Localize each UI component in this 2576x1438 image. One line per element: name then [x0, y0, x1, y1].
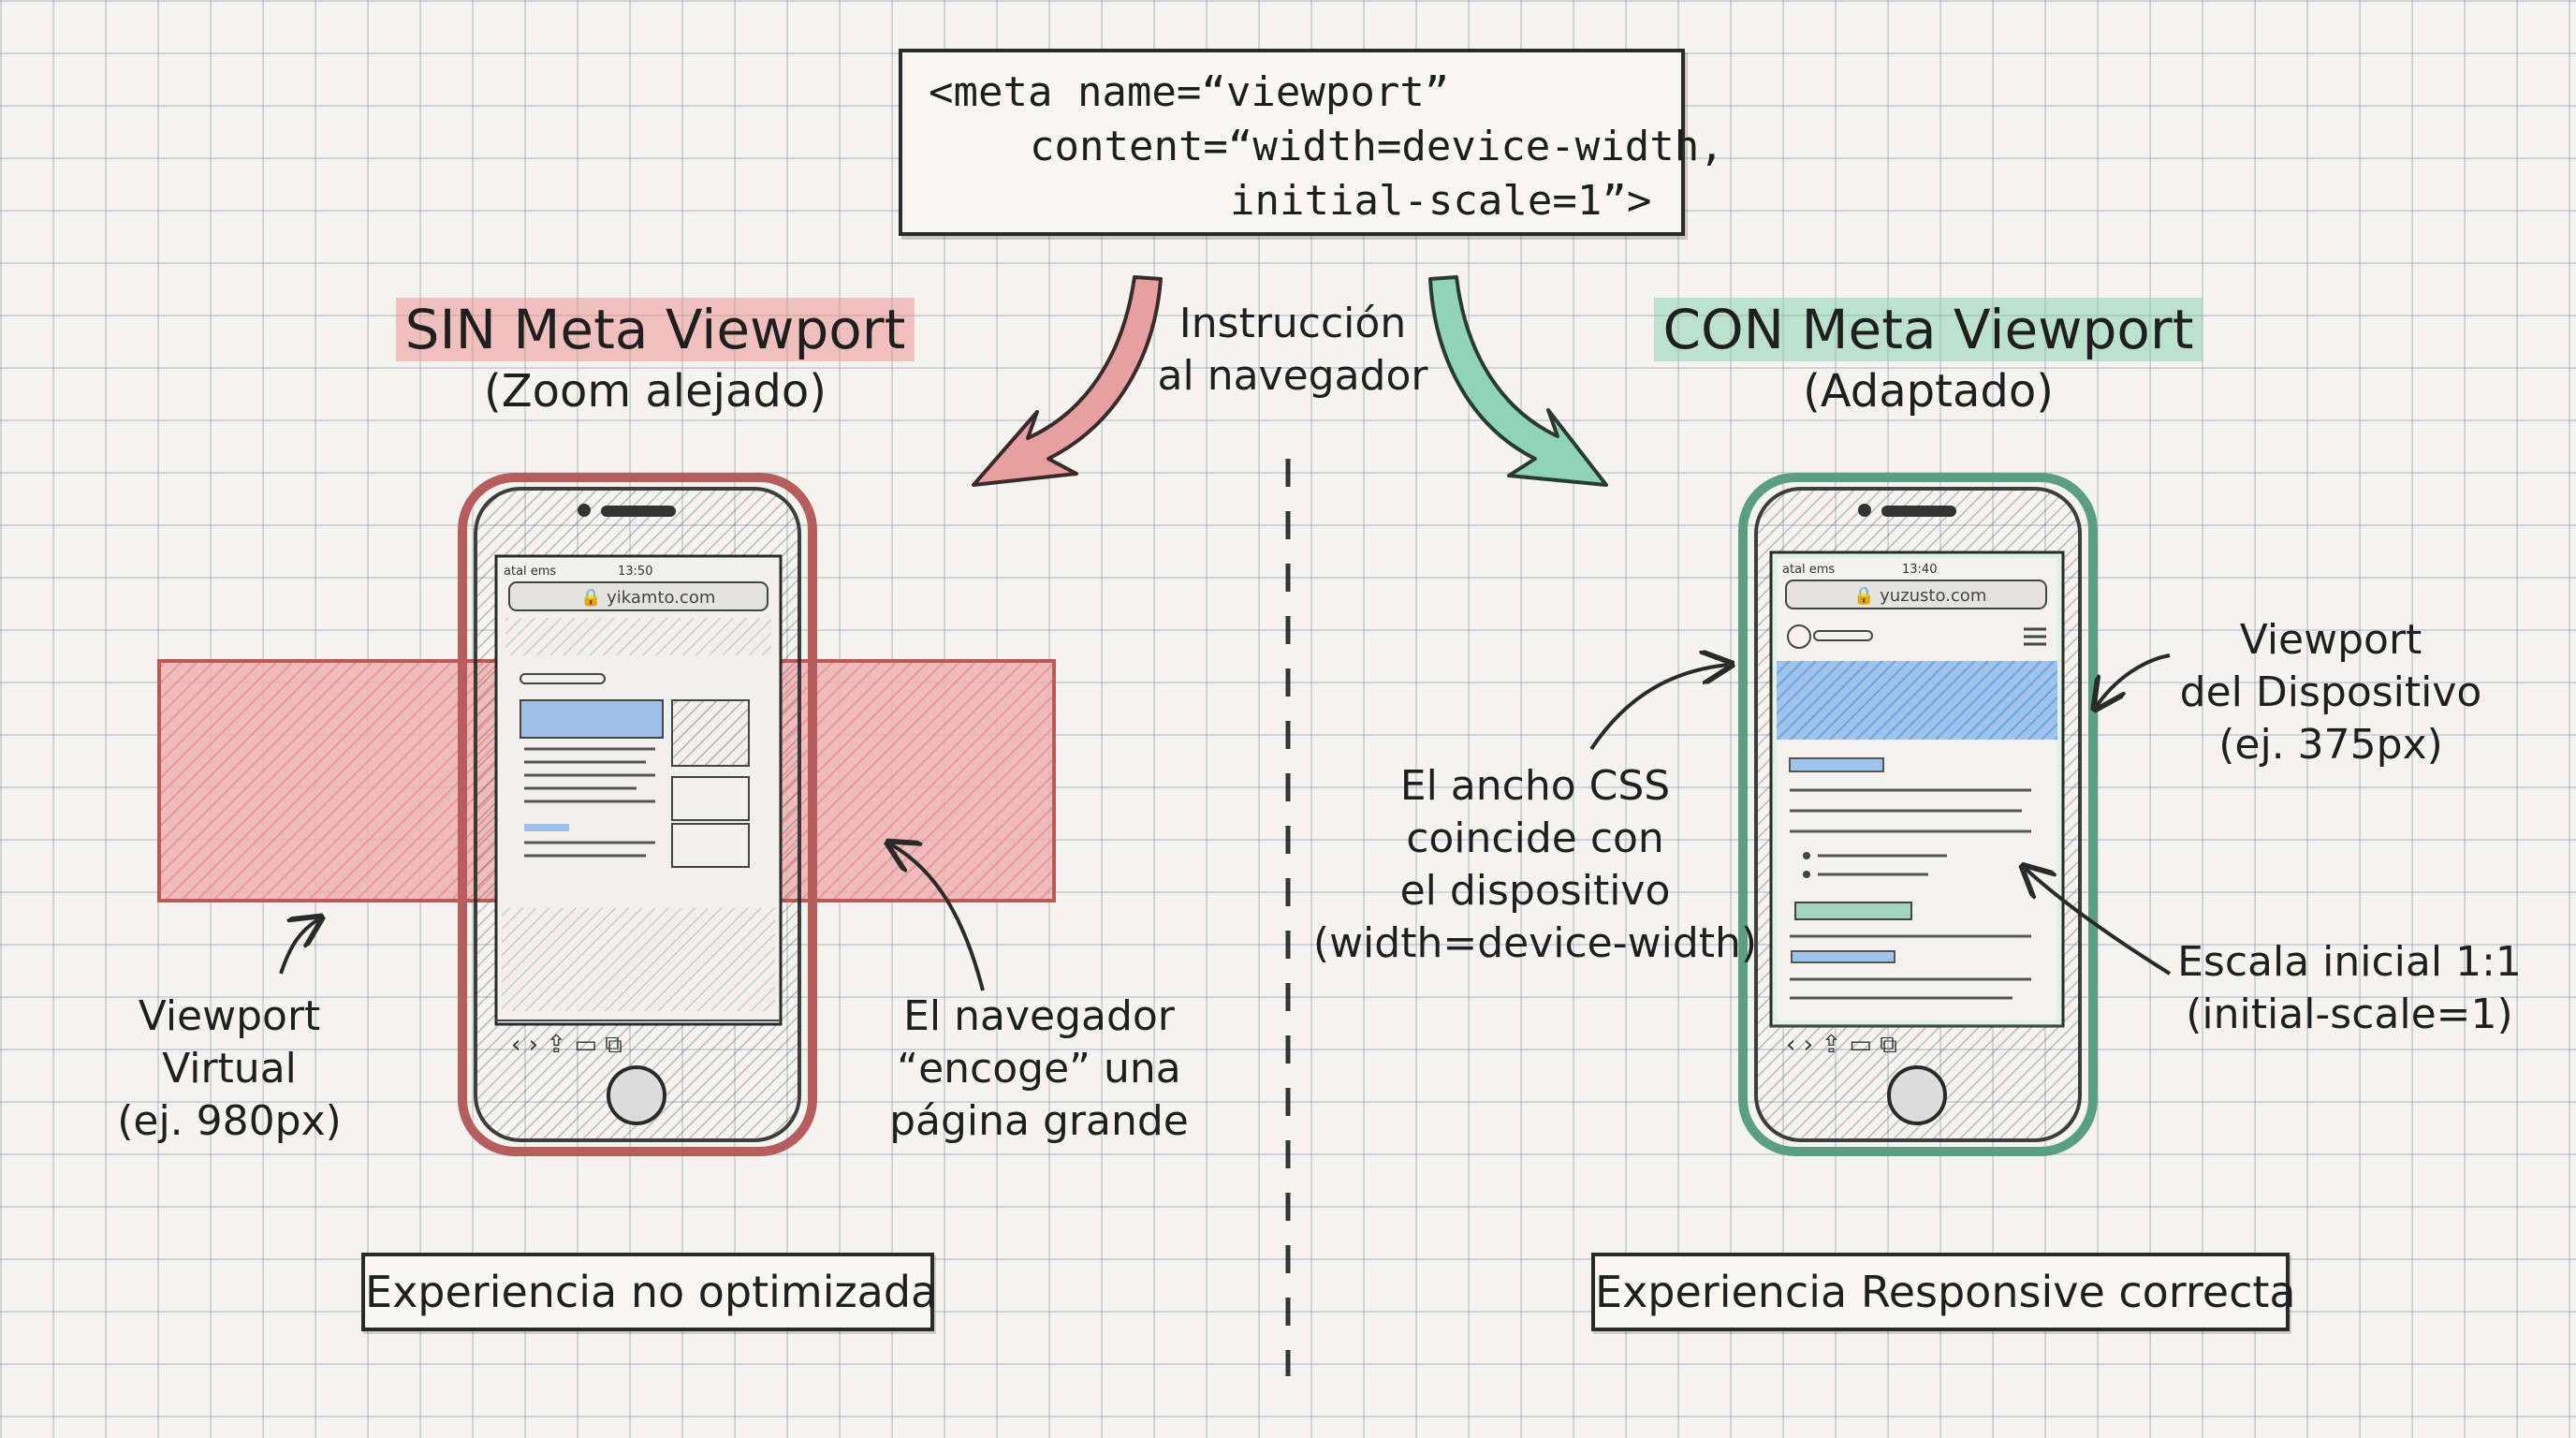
shrink-label-line-2: “encoge” una — [897, 1045, 1181, 1093]
red-arrow — [972, 275, 1163, 487]
svg-text:‹ › ⇪ ▭ ⧉: ‹ › ⇪ ▭ ⧉ — [511, 1031, 622, 1059]
svg-text:atal ems: atal ems — [504, 565, 556, 579]
initial-scale-label: Escala inicial 1:1 (initial-scale=1) — [2153, 936, 2546, 1041]
right-subtitle: (Adaptado) — [1803, 365, 2054, 418]
svg-text:13:40: 13:40 — [1902, 563, 1937, 577]
virtual-label-line-1: Viewport — [138, 992, 321, 1040]
svg-text:🔒 yikamto.com: 🔒 yikamto.com — [580, 588, 715, 608]
arrow-virtual — [279, 919, 318, 975]
svg-text:13:50: 13:50 — [618, 565, 652, 579]
virtual-label-line-3: (ej. 980px) — [117, 1097, 342, 1145]
right-title-text: CON Meta Viewport — [1653, 298, 2203, 361]
css-label-line-3: el dispositivo — [1399, 867, 1671, 915]
scale-label-line-1: Escala inicial 1:1 — [2177, 938, 2522, 986]
device-label-line-2: del Dispositivo — [2179, 668, 2482, 716]
left-caption: Experiencia no optimizada — [361, 1253, 937, 1331]
arrow-shrink — [891, 844, 985, 991]
left-title-text: SIN Meta Viewport — [395, 298, 915, 361]
svg-text:‹ › ⇪ ▭ ⧉: ‹ › ⇪ ▭ ⧉ — [1786, 1031, 1897, 1059]
arrow-device — [2097, 653, 2171, 706]
code-line-2: content=“width=device-width, — [1030, 123, 1724, 170]
meta-viewport-code-box: <meta name=“viewport” content=“width=dev… — [899, 49, 1724, 236]
arrow-scale — [2026, 869, 2172, 976]
device-label-line-3: (ej. 375px) — [2218, 721, 2443, 769]
right-caption: Experiencia Responsive correcta — [1591, 1253, 2296, 1331]
css-label-line-4: (width=device-width) — [1312, 919, 1758, 967]
svg-text:🔒 yuzusto.com: 🔒 yuzusto.com — [1853, 586, 1986, 606]
code-line-1: <meta name=“viewport” — [929, 68, 1450, 116]
css-label-line-2: coincide con — [1406, 814, 1664, 862]
virtual-label-line-2: Virtual — [162, 1045, 297, 1093]
right-phone: atal ems 13:40 🔒 yuzusto.com ‹ › ⇪ ▭ ⧉ — [1738, 473, 2098, 1156]
virtual-viewport-label: Viewport Virtual (ej. 980px) — [94, 990, 365, 1148]
device-label-line-1: Viewport — [2239, 616, 2422, 664]
shrink-page-label: El navegador “encoge” una página grande — [880, 990, 1198, 1148]
shrink-label-line-3: página grande — [889, 1097, 1189, 1145]
css-width-label: El ancho CSS coincide con el dispositivo… — [1310, 760, 1760, 970]
device-viewport-label: Viewport del Dispositivo (ej. 375px) — [2153, 614, 2509, 771]
instruction-line-2: al navegador — [1157, 352, 1428, 400]
right-title: CON Meta Viewport — [1629, 298, 2228, 361]
instruction-label: Instrucción al navegador — [1148, 298, 1438, 403]
code-line-3: initial-scale=1”> — [1230, 177, 1652, 225]
scale-label-line-2: (initial-scale=1) — [2186, 990, 2513, 1038]
svg-text:atal ems: atal ems — [1782, 563, 1835, 577]
css-label-line-1: El ancho CSS — [1399, 762, 1671, 810]
left-subtitle: (Zoom alejado) — [484, 365, 827, 418]
instruction-line-1: Instrucción — [1178, 300, 1407, 347]
green-arrow — [1428, 275, 1608, 487]
shrink-label-line-1: El navegador — [903, 992, 1175, 1040]
arrow-css — [1589, 665, 1728, 751]
left-title: SIN Meta Viewport — [356, 298, 955, 361]
